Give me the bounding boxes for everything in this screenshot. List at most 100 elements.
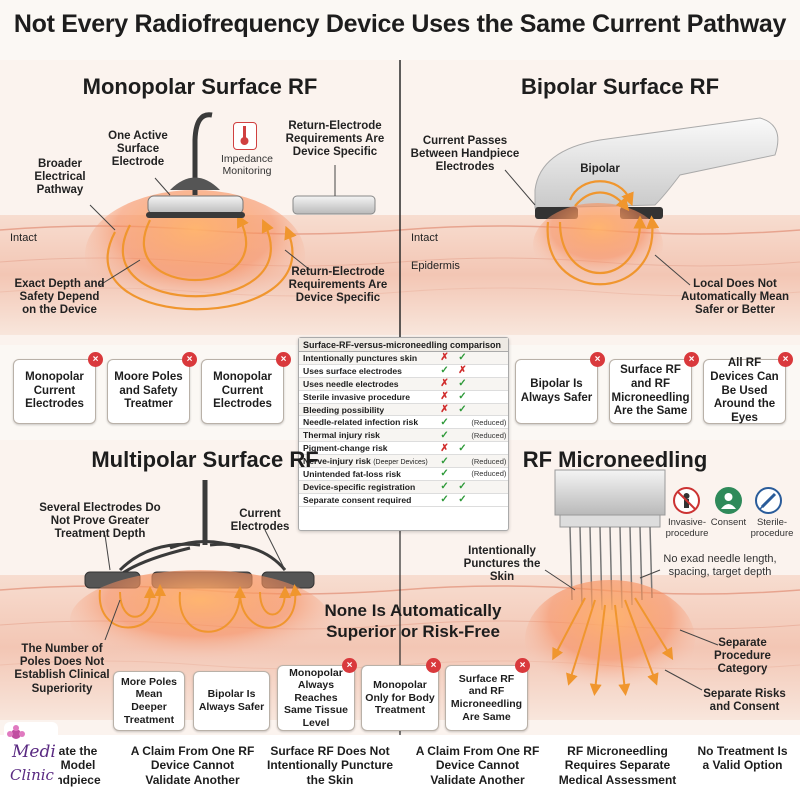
x-badge-icon: ×: [342, 658, 357, 673]
label-active-electrode: One Active Surface Electrode: [108, 130, 168, 169]
myth-card: Surface RF and RF Microneedling Are Same: [445, 665, 528, 731]
label-no-exact: No exad needle length, spacing, target d…: [663, 553, 777, 578]
table-row: Intentionally punctures skin ✗ ✓: [299, 352, 508, 365]
x-badge-icon: ×: [276, 352, 291, 367]
microneedling-mark: ✓: [458, 378, 467, 390]
surface-rf-mark: ✗: [440, 442, 449, 454]
row-label: Intentionally punctures skin: [303, 352, 418, 363]
row-label: Separate consent required: [303, 494, 412, 505]
microneedling-mark: ✓: [458, 391, 467, 403]
label-epidermis: Epidermis: [411, 260, 460, 272]
logo-line1: Medi: [12, 742, 56, 762]
label-return-top: Return-Electrode Requirements Are Device…: [285, 120, 385, 159]
row-label: Nerve-injury risk (Deeper Devices): [303, 456, 428, 467]
myth-card: Bipolar Is Always Safer: [193, 671, 270, 731]
myth-card: Monopolar Current Electrodes: [13, 359, 96, 424]
myth-card: Moore Poles and Safety Treatmer: [107, 359, 190, 424]
bottom-label: A Claim From One RF Device Cannot Valida…: [415, 744, 540, 787]
microneedling-mark: ✓: [458, 442, 467, 454]
row-label: Device-specific registration: [303, 481, 416, 492]
surface-rf-mark: ✓: [440, 416, 449, 428]
label-number-poles: The Number of Poles Does Not Establish C…: [14, 643, 110, 695]
label-icon-invasive: Invasive-procedure: [665, 517, 709, 539]
table-header: Surface-RF-versus-microneedling comparis…: [299, 338, 508, 352]
microneedling-mark: ✓: [458, 481, 467, 493]
multipolar-title: Multipolar Surface RF: [91, 447, 319, 472]
surface-rf-mark: ✗: [440, 404, 449, 415]
surface-rf-mark: ✗: [440, 378, 449, 390]
myth-card: Bipolar Is Always Safer: [515, 359, 598, 424]
surface-rf-mark: ✓: [440, 365, 449, 377]
microneedling-title: RF Microneedling: [522, 447, 708, 472]
microneedling-mark: ✓: [458, 494, 467, 506]
x-badge-icon: ×: [515, 658, 530, 673]
logo-line2: Clinic: [10, 766, 54, 784]
page-title: Not Every Radiofrequency Device Uses the…: [13, 10, 787, 38]
label-bipolar: Bipolar: [580, 163, 620, 175]
label-intact-left: Intact: [10, 232, 37, 244]
x-badge-icon: ×: [778, 352, 793, 367]
comparison-table: Surface-RF-versus-microneedling comparis…: [298, 337, 509, 531]
row-note: (Reduced): [471, 456, 507, 466]
myth-card: Monopolar Current Electrodes: [201, 359, 284, 424]
clinic-logo: Medi Clinic: [4, 722, 58, 796]
bottom-label: No Treatment Is a Valid Option: [697, 744, 788, 773]
row-label: Uses needle electrodes: [303, 378, 399, 389]
table-row: Pigment-change risk ✗ ✓: [299, 442, 508, 456]
myth-card: Surface RF and RF Microneedling Are the …: [609, 359, 692, 424]
logo-flower-icon: [7, 725, 25, 739]
row-label: Uses surface electrodes: [303, 365, 402, 376]
label-depth-safety: Exact Depth and Safety Depend on the Dev…: [14, 278, 105, 317]
surface-rf-mark: ✓: [440, 481, 449, 493]
myth-card: Monopolar Always Reaches Same Tissue Lev…: [277, 665, 355, 731]
x-badge-icon: ×: [426, 658, 441, 673]
label-local-not-safer: Local Does Not Automatically Mean Safer …: [681, 278, 789, 317]
myth-card: More Poles Mean Deeper Treatment: [113, 671, 185, 731]
surface-rf-mark: ✗: [440, 391, 449, 403]
row-note: (Reduced): [471, 430, 507, 440]
sterile-syringe-icon: [755, 487, 782, 514]
table-body: Intentionally punctures skin✗✓Uses surfa…: [299, 352, 508, 507]
microneedling-mark: ✓: [458, 352, 467, 364]
bottom-label: ate the Model ndpiece: [55, 744, 101, 787]
myth-card: Monopolar Only for Body Treatment: [361, 665, 439, 731]
table-row: Bleeding possibility✗✓: [299, 403, 508, 417]
surface-rf-mark: ✓: [440, 455, 449, 467]
thermometer-icon: [233, 122, 257, 150]
row-label: Sterile invasive procedure: [303, 391, 410, 402]
table-row: Sterile invasive procedure ✗ ✓: [299, 391, 508, 404]
row-label: Unintended fat-loss risk: [303, 468, 401, 479]
row-label: Pigment-change risk: [303, 443, 388, 454]
row-note: (Reduced): [471, 417, 507, 427]
x-badge-icon: ×: [88, 352, 103, 367]
label-icon-consent: Consent: [710, 517, 747, 528]
bottom-strip: [0, 735, 800, 800]
surface-rf-mark: ✓: [440, 494, 449, 506]
label-intact-right: Intact: [411, 232, 438, 244]
myth-card: All RF Devices Can Be Used Around the Ey…: [703, 357, 786, 424]
x-badge-icon: ×: [182, 352, 197, 367]
row-note: (Reduced): [471, 469, 507, 479]
bipolar-title: Bipolar Surface RF: [520, 74, 720, 99]
center-banner: None Is Automatically Superior or Risk-F…: [324, 601, 502, 642]
table-row: Uses surface electrodes✓✗: [299, 365, 508, 378]
label-impedance: Impedance Monitoring: [221, 153, 273, 178]
label-icon-sterile: Sterile-procedure: [750, 517, 794, 539]
label-broader-pathway: Broader Electrical Pathway: [34, 158, 86, 197]
table-row: Unintended fat-loss risk✓(Reduced): [299, 468, 508, 481]
table-row: Thermal injury risk✓(Reduced): [299, 429, 508, 443]
consent-icon: [715, 487, 742, 514]
surface-rf-mark: ✗: [440, 352, 449, 364]
no-invasive-icon: [673, 487, 700, 514]
label-current-electrodes: Current Electrodes: [230, 508, 290, 534]
table-row: Separate consent required ✓ ✓: [299, 494, 508, 507]
label-separate-risks: Separate Risks and Consent: [703, 688, 786, 714]
surface-rf-mark: ✓: [440, 429, 449, 441]
label-punctures: Intentionally Punctures the Skin: [463, 545, 541, 584]
row-label: Needle-related infection risk: [303, 417, 419, 428]
label-several-electrodes: Several Electrodes Do Not Prove Greater …: [39, 502, 161, 541]
x-badge-icon: ×: [590, 352, 605, 367]
table-row: Needle-related infection risk ✓ (Reduced): [299, 416, 508, 430]
table-row: Uses needle electrodes ✗ ✓: [299, 377, 508, 391]
label-current-passes: Current Passes Between Handpiece Electro…: [410, 135, 520, 174]
